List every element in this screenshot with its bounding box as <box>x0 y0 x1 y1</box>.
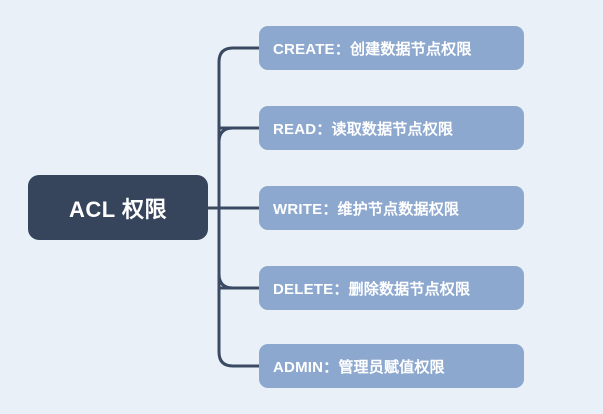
child-node-label-read: READ：读取数据节点权限 <box>273 120 454 138</box>
root-node-acl-permissions[interactable]: ACL 权限 <box>28 175 208 240</box>
connector-elbow-read <box>217 126 259 143</box>
child-node-write[interactable]: WRITE：维护节点数据权限 <box>259 186 524 230</box>
child-node-admin[interactable]: ADMIN：管理员赋值权限 <box>259 344 524 388</box>
child-node-create[interactable]: CREATE：创建数据节点权限 <box>259 26 524 70</box>
child-node-label-create: CREATE：创建数据节点权限 <box>273 40 472 58</box>
root-node-label: ACL 权限 <box>69 196 167 222</box>
connector-elbow-delete <box>217 273 259 290</box>
child-node-label-write: WRITE：维护节点数据权限 <box>273 200 460 218</box>
child-node-delete[interactable]: DELETE：删除数据节点权限 <box>259 266 524 310</box>
child-node-read[interactable]: READ：读取数据节点权限 <box>259 106 524 150</box>
child-node-label-admin: ADMIN：管理员赋值权限 <box>273 358 445 376</box>
child-node-label-delete: DELETE：删除数据节点权限 <box>273 280 471 298</box>
